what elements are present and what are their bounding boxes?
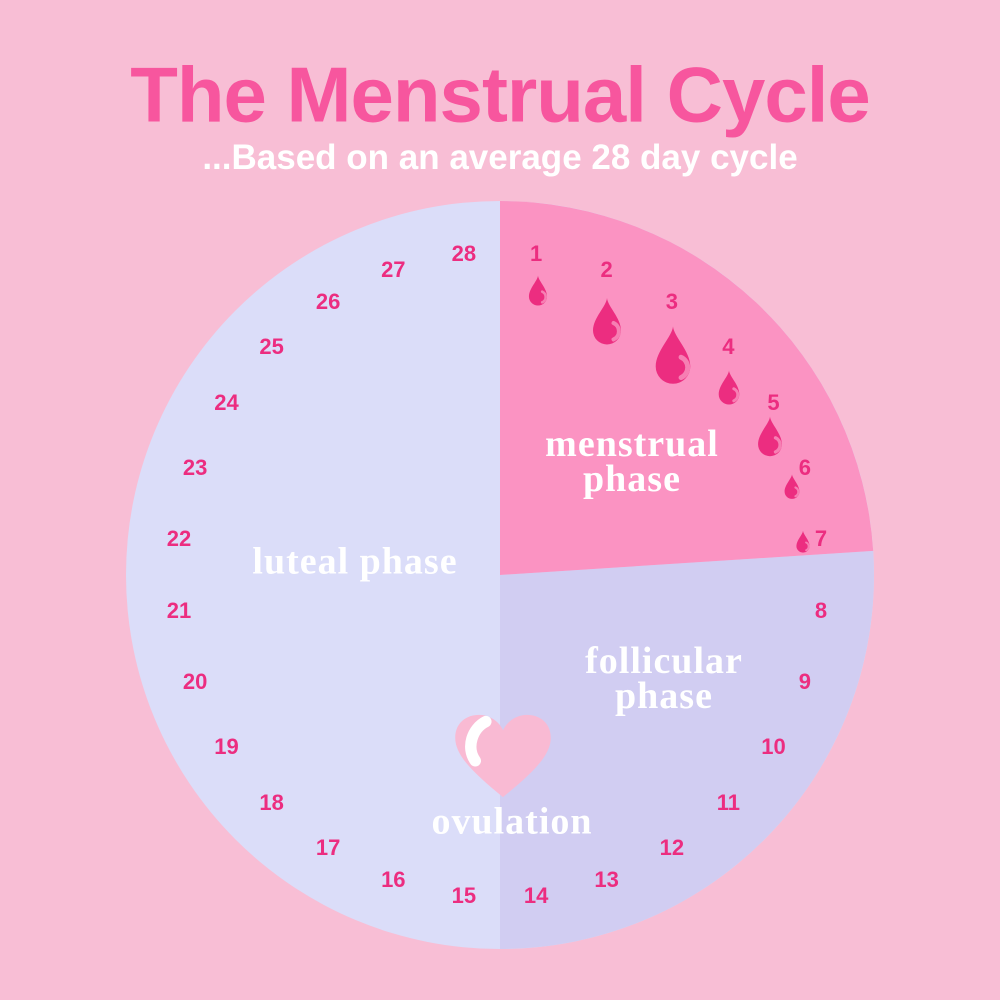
day-number-23: 23	[182, 455, 208, 481]
menstrual-phase-label-line1: menstrual	[545, 423, 719, 465]
page-subtitle: ...Based on an average 28 day cycle	[202, 138, 798, 177]
day-number-1: 1	[530, 241, 543, 267]
day-number-17: 17	[315, 835, 341, 861]
day-number-6: 6	[798, 455, 811, 481]
follicular-phase-label-line1: follicular	[585, 640, 743, 682]
day-number-18: 18	[259, 790, 284, 816]
day-number-20: 20	[182, 668, 208, 694]
heart-highlight-icon	[465, 715, 492, 767]
page-title: The Menstrual Cycle	[130, 50, 871, 139]
luteal-phase-label: luteal phase	[252, 540, 458, 583]
day-number-19: 19	[214, 733, 239, 759]
blood-drop-day-7	[796, 530, 810, 553]
day-number-16: 16	[381, 866, 406, 892]
blood-drop-day-1	[528, 275, 548, 306]
day-number-22: 22	[166, 525, 192, 551]
day-number-27: 27	[381, 257, 406, 283]
follicular-phase-sector	[500, 550, 874, 949]
follicular-phase-label: follicular phase	[585, 640, 743, 717]
day-number-5: 5	[767, 390, 780, 416]
blood-drop-day-5	[758, 416, 782, 457]
heart-icon	[455, 714, 551, 798]
day-number-3: 3	[665, 288, 678, 314]
blood-drop-day-3	[655, 326, 691, 384]
blood-drop-day-2	[593, 298, 621, 345]
menstrual-phase-sector	[500, 201, 874, 575]
blood-drop-day-6	[784, 474, 800, 499]
day-number-9: 9	[798, 668, 811, 694]
blood-drop-day-4	[718, 370, 740, 405]
menstrual-phase-label: menstrual phase	[545, 423, 719, 500]
day-number-12: 12	[659, 835, 685, 861]
day-number-4: 4	[722, 333, 735, 359]
ovulation-label: ovulation	[431, 800, 593, 843]
menstrual-phase-label-line2: phase	[583, 458, 681, 500]
day-number-28: 28	[451, 241, 477, 267]
day-number-10: 10	[761, 733, 786, 759]
follicular-phase-label-line2: phase	[615, 675, 713, 717]
day-number-15: 15	[451, 882, 477, 908]
day-number-24: 24	[214, 390, 239, 416]
day-number-11: 11	[716, 790, 741, 816]
day-number-8: 8	[814, 598, 828, 624]
day-number-21: 21	[166, 598, 192, 624]
day-number-14: 14	[523, 882, 549, 908]
day-number-13: 13	[594, 866, 619, 892]
day-number-2: 2	[600, 257, 613, 283]
day-number-26: 26	[315, 288, 341, 314]
day-number-25: 25	[259, 333, 284, 359]
day-number-7: 7	[814, 525, 828, 551]
